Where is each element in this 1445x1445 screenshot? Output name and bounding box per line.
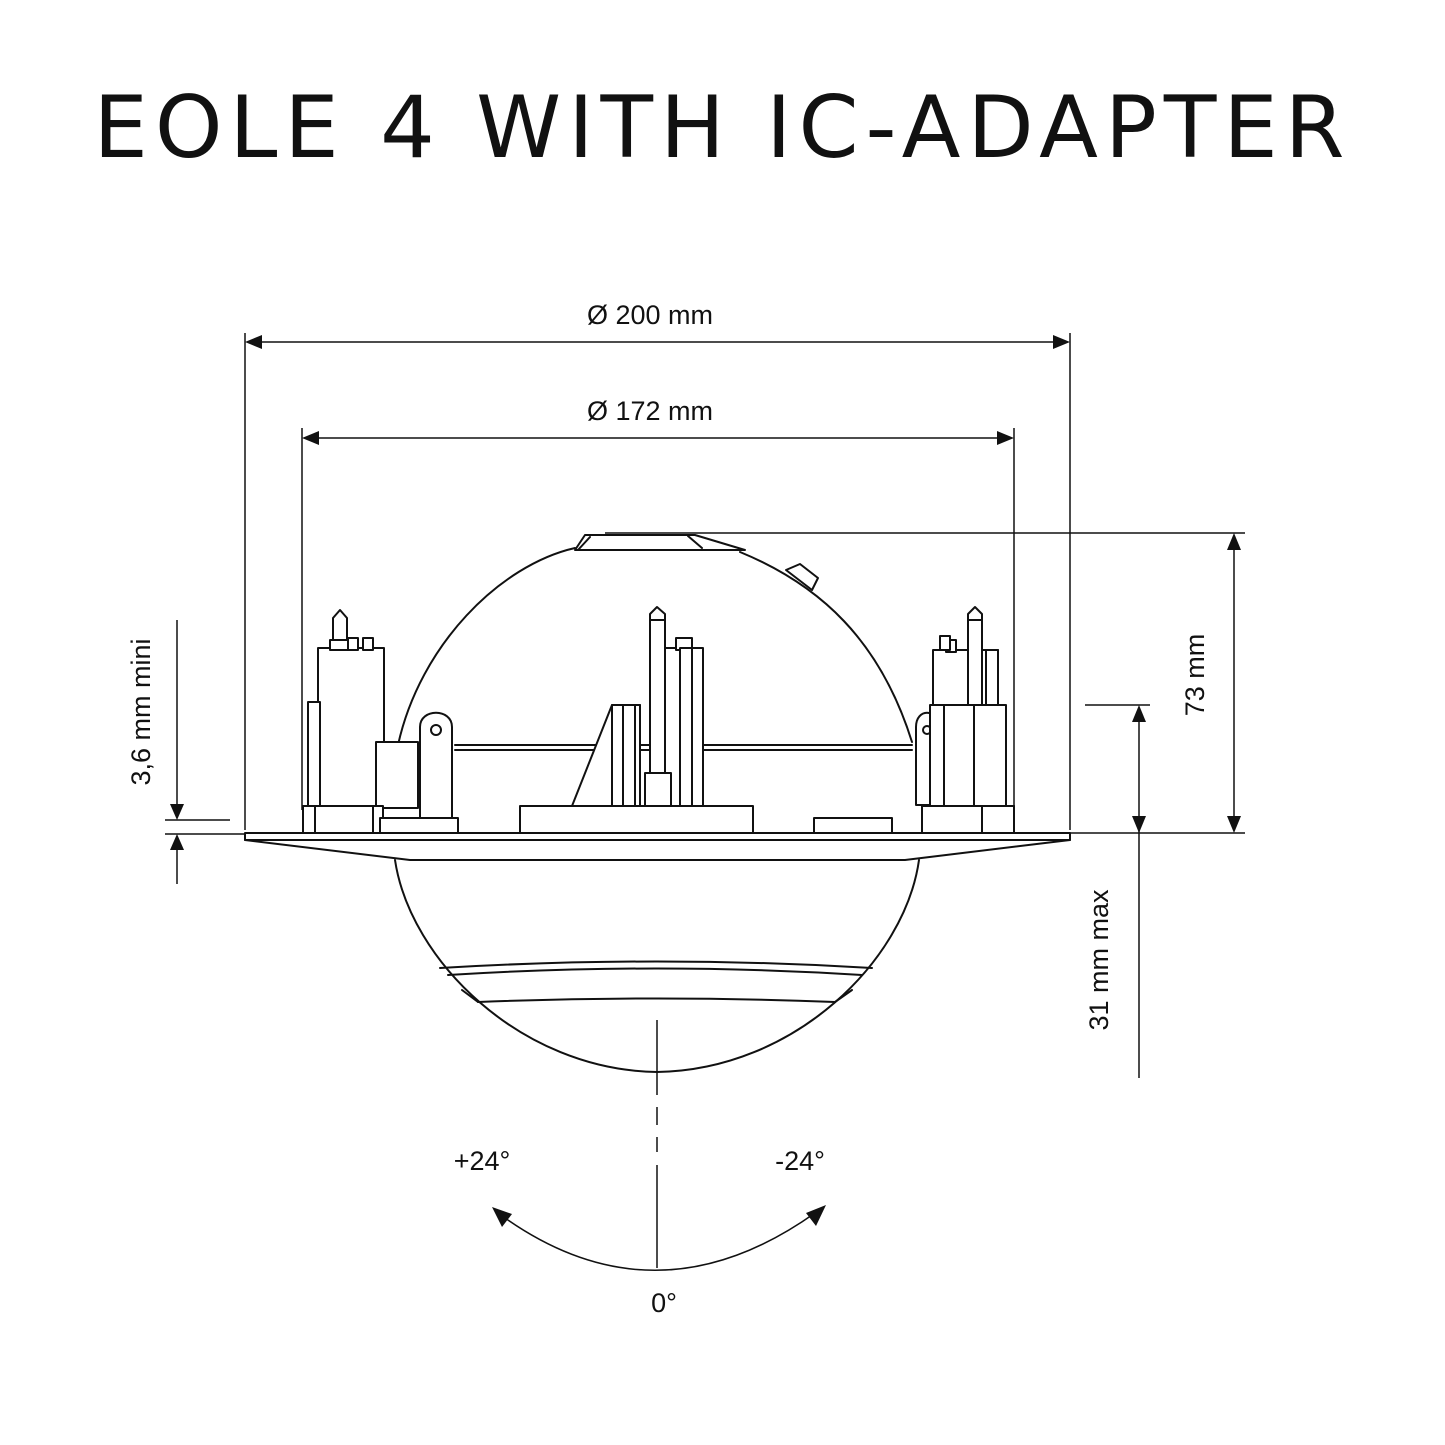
tilt-minus-label: -24°	[775, 1146, 825, 1176]
protrusion-label: 31 mm max	[1084, 889, 1114, 1031]
left-bracket	[302, 609, 419, 834]
speaker-dome-upper	[397, 547, 913, 746]
left-tilt-bracket	[379, 711, 459, 834]
tilt-indicator: +24° -24° 0°	[454, 1020, 826, 1318]
outer-diameter-dimension: Ø 200 mm	[244, 300, 1071, 830]
inner-diameter-dimension: Ø 172 mm	[301, 396, 1015, 810]
inner-diameter-label: Ø 172 mm	[587, 396, 713, 426]
tilt-plus-label: +24°	[454, 1146, 511, 1176]
page-title: EOLE 4 WITH IC-ADAPTER	[93, 78, 1352, 178]
height-dimension: 73 mm	[605, 532, 1245, 834]
outer-diameter-label: Ø 200 mm	[587, 300, 713, 330]
right-bracket	[921, 606, 1015, 834]
center-mechanism	[519, 606, 754, 834]
right-tilt-bracket	[813, 711, 939, 834]
top-cap	[574, 534, 746, 551]
flange-thickness-dimension: 3,6 mm mini	[126, 620, 245, 884]
ceiling-flange	[244, 832, 1071, 861]
speaker-drawing	[244, 534, 1071, 1073]
height-label: 73 mm	[1180, 634, 1210, 717]
protrusion-dimension: 31 mm max	[1084, 704, 1150, 1078]
tilt-center-label: 0°	[651, 1288, 677, 1318]
flange-thickness-label: 3,6 mm mini	[126, 638, 156, 785]
